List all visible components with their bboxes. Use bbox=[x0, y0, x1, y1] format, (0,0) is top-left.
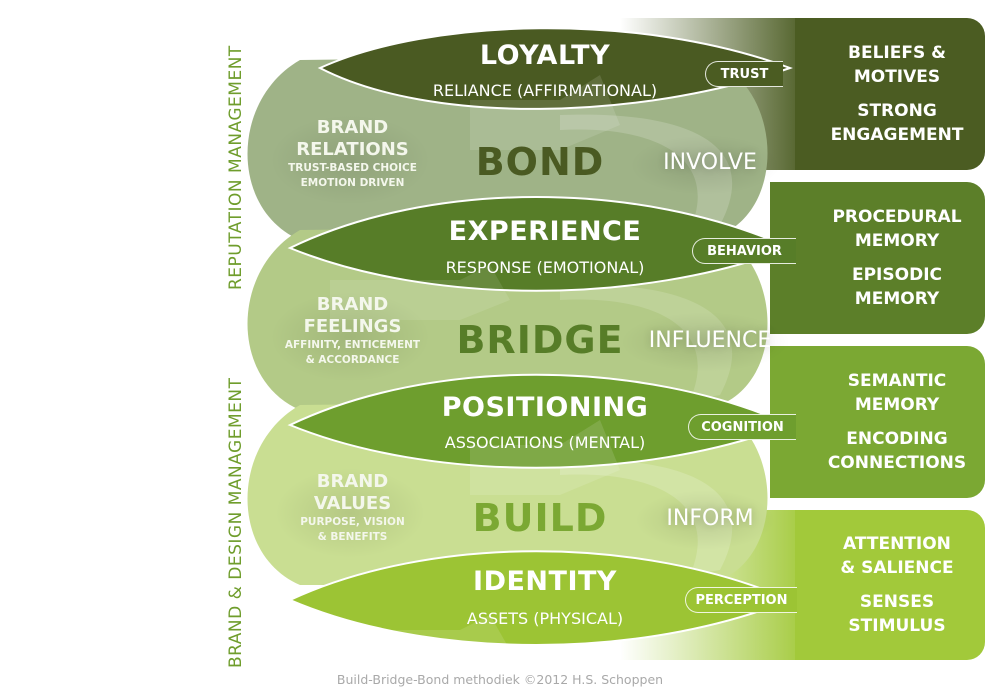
stage-word-bond: BOND bbox=[475, 140, 605, 184]
brand-values: BRAND VALUES PURPOSE, VISION & BENEFITS bbox=[270, 471, 435, 545]
brand-glow bbox=[275, 468, 425, 558]
stage-verb-involve: INVOLVE bbox=[663, 150, 757, 175]
lens-subtitle-positioning: ASSOCIATIONS (MENTAL) bbox=[444, 433, 646, 452]
lens-subtitle-identity: ASSETS (PHYSICAL) bbox=[466, 609, 624, 628]
panel-text: SEMANTIC bbox=[847, 371, 947, 391]
panel-group: STRONG ENGAGEMENT bbox=[817, 99, 964, 147]
panel-text: ATTENTION bbox=[843, 534, 951, 554]
panel-text: MEMORY bbox=[854, 289, 940, 309]
stage-word-bridge: BRIDGE bbox=[456, 318, 624, 362]
brand-glow bbox=[270, 292, 430, 382]
stage-verb-inform: INFORM bbox=[666, 506, 754, 531]
panel-text: EPISODIC bbox=[851, 265, 942, 285]
panel-text: BELIEFS & bbox=[848, 43, 946, 63]
brand-feelings: BRAND FEELINGS AFFINITY, ENTICEMENT & AC… bbox=[270, 294, 435, 368]
panel-text: MEMORY bbox=[854, 231, 940, 251]
brand-subtext: AFFINITY, ENTICEMENT bbox=[284, 339, 421, 351]
panel-text: & SALIENCE bbox=[840, 558, 954, 578]
lens-subtitle-loyalty: RELIANCE (AFFIRMATIONAL) bbox=[432, 81, 658, 100]
brand-heading: VALUES bbox=[313, 493, 392, 514]
lens-title-experience: EXPERIENCE bbox=[448, 216, 642, 247]
panel-group: SEMANTIC MEMORY bbox=[834, 369, 947, 417]
brand-heading: BRAND bbox=[316, 117, 389, 138]
brand-subtext: TRUST-BASED CHOICE bbox=[288, 162, 417, 174]
brand-relations: BRAND RELATIONS TRUST-BASED CHOICE EMOTI… bbox=[270, 117, 435, 191]
panel-text: PROCEDURAL bbox=[832, 207, 962, 227]
tag-cognition: COGNITION bbox=[688, 414, 796, 440]
brand-heading: RELATIONS bbox=[296, 139, 409, 160]
side-label-brand-design: BRAND & DESIGN MANAGEMENT bbox=[226, 377, 246, 669]
brand-subtext: & ACCORDANCE bbox=[305, 354, 400, 366]
copyright-footer: Build-Bridge-Bond methodiek ©2012 H.S. S… bbox=[336, 672, 664, 687]
lens-title-identity: IDENTITY bbox=[473, 566, 617, 597]
arrow-shape bbox=[330, 615, 510, 668]
verb-glow bbox=[620, 312, 790, 372]
arrow-shape bbox=[470, 75, 620, 150]
panel-group: PROCEDURAL MEMORY bbox=[818, 205, 961, 253]
panel-group: BELIEFS & MOTIVES bbox=[834, 41, 946, 89]
brand-subtext: PURPOSE, VISION bbox=[300, 516, 405, 528]
panel-group: SENSES STIMULUS bbox=[834, 590, 945, 638]
brand-subtext: & BENEFITS bbox=[317, 531, 388, 543]
panel-group: ATTENTION & SALIENCE bbox=[826, 532, 953, 580]
panel-beliefs: BELIEFS & MOTIVES STRONG ENGAGEMENT bbox=[795, 18, 985, 170]
brand-heading: BRAND bbox=[316, 471, 389, 492]
panel-text: MOTIVES bbox=[853, 67, 941, 87]
brand-heading: BRAND bbox=[316, 294, 389, 315]
panel-text: ENGAGEMENT bbox=[830, 125, 964, 145]
lens-title-positioning: POSITIONING bbox=[441, 392, 649, 423]
panel-text: STIMULUS bbox=[848, 616, 946, 636]
panel-memory: PROCEDURAL MEMORY EPISODIC MEMORY bbox=[795, 182, 985, 334]
panel-text: SENSES bbox=[859, 592, 935, 612]
brand-subtext: EMOTION DRIVEN bbox=[300, 177, 405, 189]
loyalty-lens bbox=[317, 27, 793, 110]
tag-trust: TRUST bbox=[705, 61, 783, 87]
panel-text: ENCODING bbox=[846, 429, 948, 449]
panel-text: MEMORY bbox=[854, 395, 940, 415]
arrow-shape bbox=[470, 420, 620, 495]
tag-behavior: BEHAVIOR bbox=[692, 238, 796, 264]
panel-group: ENCODING CONNECTIONS bbox=[814, 427, 966, 475]
lens-title-loyalty: LOYALTY bbox=[479, 40, 611, 71]
side-label-reputation: REPUTATION MANAGEMENT bbox=[226, 45, 246, 290]
verb-glow bbox=[630, 135, 780, 195]
brand-glow bbox=[270, 115, 430, 205]
lens-subtitle-experience: RESPONSE (EMOTIONAL) bbox=[445, 258, 645, 277]
build-swirl bbox=[560, 459, 733, 575]
panel-attention: ATTENTION & SALIENCE SENSES STIMULUS bbox=[795, 510, 985, 660]
verb-glow bbox=[635, 490, 775, 550]
brand-heading: FEELINGS bbox=[303, 316, 402, 337]
panel-text: STRONG bbox=[857, 101, 937, 121]
tag-perception: PERCEPTION bbox=[685, 587, 797, 613]
panel-group: EPISODIC MEMORY bbox=[838, 263, 942, 311]
panel-text: CONNECTIONS bbox=[827, 453, 967, 473]
stage-verb-influence: INFLUENCE bbox=[648, 328, 772, 353]
panel-semantic: SEMANTIC MEMORY ENCODING CONNECTIONS bbox=[795, 346, 985, 498]
stage-word-build: BUILD bbox=[472, 496, 608, 540]
